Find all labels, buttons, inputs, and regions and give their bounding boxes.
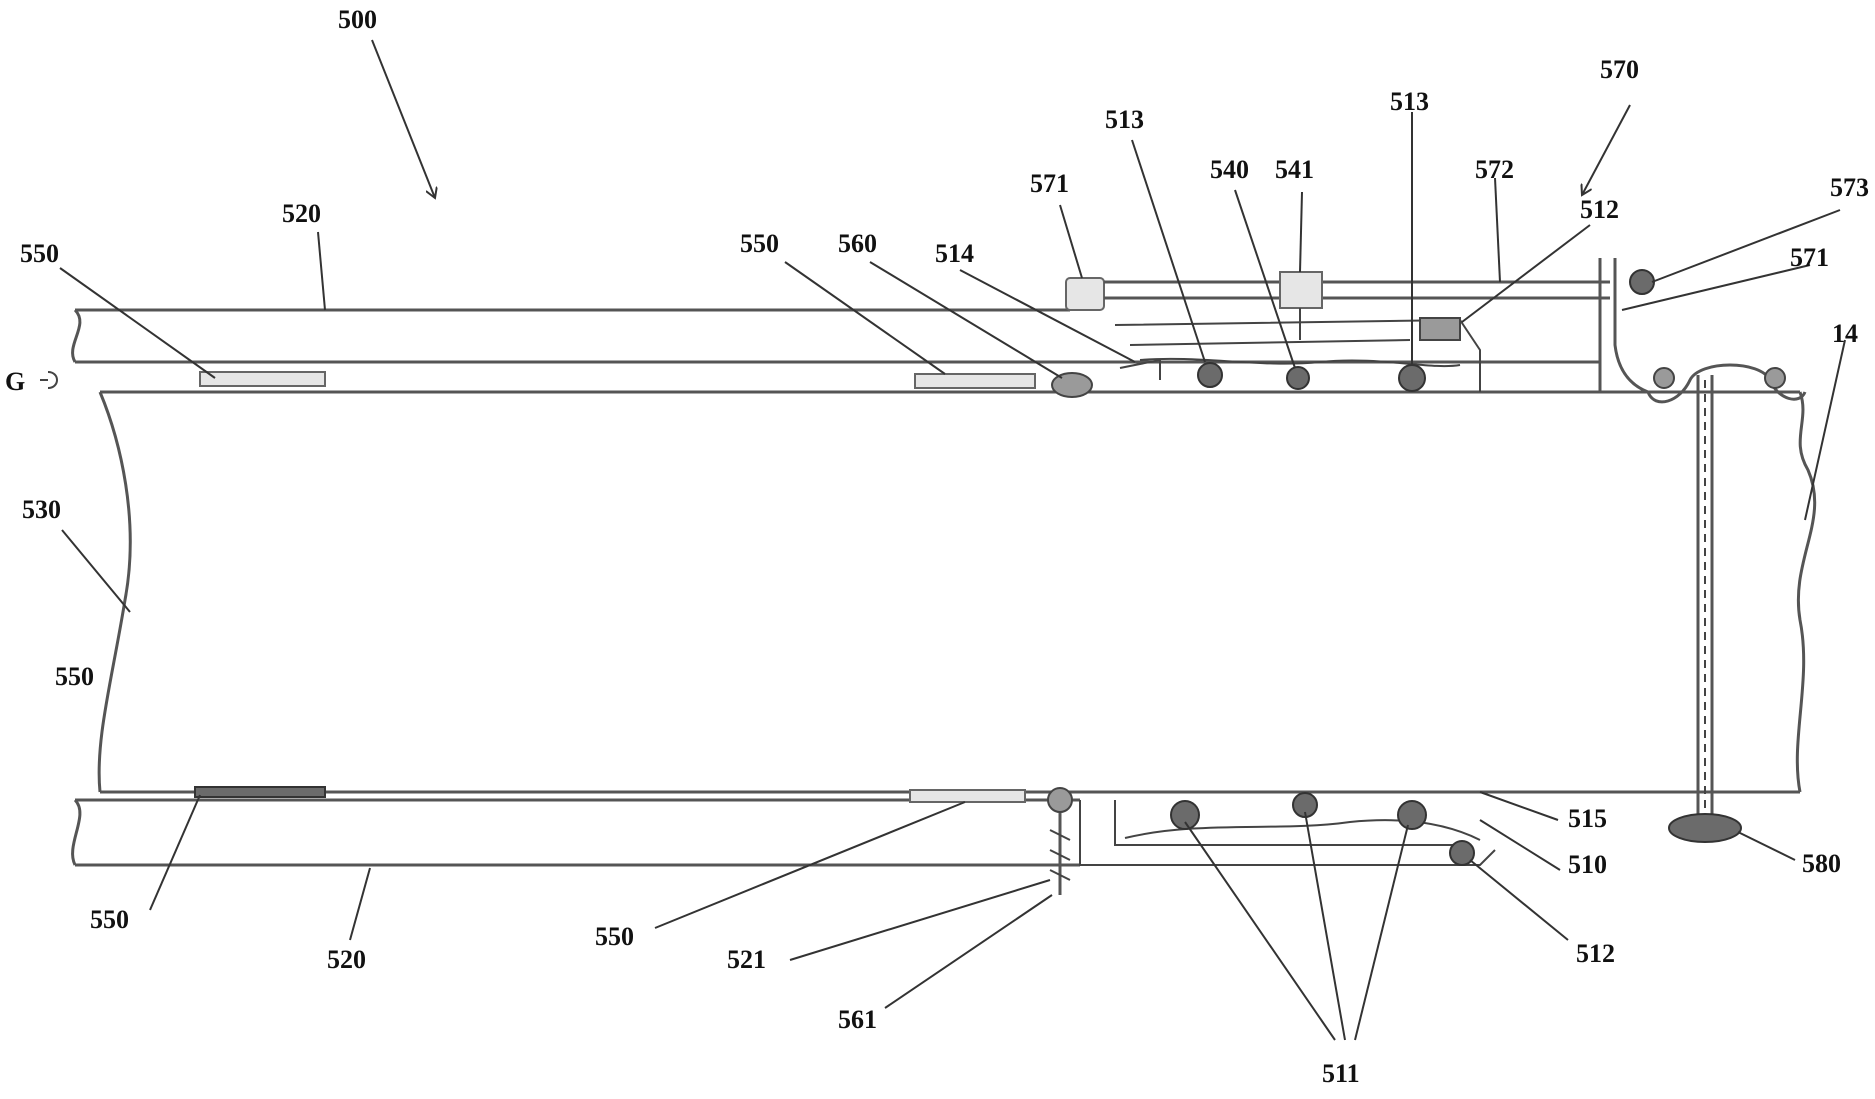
label-550-top-mid: 550: [740, 229, 779, 258]
label-515: 515: [1568, 804, 1607, 833]
label-561: 561: [838, 1005, 877, 1034]
label-572: 572: [1475, 155, 1514, 184]
label-573: 573: [1830, 173, 1869, 202]
label-500: 500: [338, 5, 377, 34]
label-513-left: 513: [1105, 105, 1144, 134]
label-514: 514: [935, 239, 974, 268]
label-550-bottom-mid: 550: [595, 922, 634, 951]
label-511: 511: [1322, 1059, 1360, 1088]
top-mechanism: [1052, 258, 1805, 402]
label-550-top-left: 550: [20, 239, 59, 268]
label-512-bottom: 512: [1576, 939, 1615, 968]
label-520-bottom: 520: [327, 945, 366, 974]
label-571-left: 571: [1030, 169, 1069, 198]
label-570: 570: [1600, 55, 1639, 84]
label-512-top: 512: [1580, 195, 1619, 224]
label-g: G: [5, 367, 25, 396]
label-580: 580: [1802, 849, 1841, 878]
label-520-top: 520: [282, 199, 321, 228]
label-513-right: 513: [1390, 87, 1429, 116]
leader-lines: [60, 40, 1845, 1040]
vertical-bolt: [1669, 375, 1741, 842]
bottom-mechanism: [1048, 788, 1495, 895]
label-530: 530: [22, 495, 61, 524]
seal-strips: [195, 372, 1035, 802]
label-540: 540: [1210, 155, 1249, 184]
label-571-right: 571: [1790, 243, 1829, 272]
label-541: 541: [1275, 155, 1314, 184]
inner-tube: [99, 392, 1815, 792]
label-14: 14: [1832, 319, 1858, 348]
label-521: 521: [727, 945, 766, 974]
g-connector-mark: [40, 372, 57, 388]
label-510: 510: [1568, 850, 1607, 879]
label-550-left: 550: [55, 662, 94, 691]
label-560: 560: [838, 229, 877, 258]
label-550-bottom-left: 550: [90, 905, 129, 934]
